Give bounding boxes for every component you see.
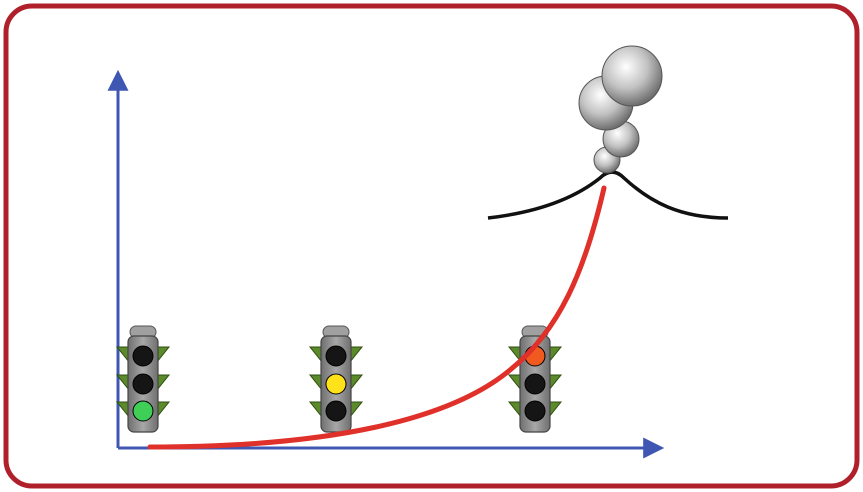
- traffic-light-icon: [507, 325, 563, 433]
- traffic-light-visor: [349, 346, 364, 364]
- traffic-light-visor: [308, 401, 323, 419]
- traffic-light-visor: [156, 346, 171, 364]
- traffic-light-lamp-top: [132, 345, 154, 367]
- traffic-light-visor: [156, 401, 171, 419]
- traffic-light-visor: [507, 401, 522, 419]
- traffic-light-lamp-bottom: [325, 400, 347, 422]
- traffic-light-icon: [115, 325, 171, 433]
- traffic-light-visor: [548, 374, 563, 392]
- traffic-light-visor: [507, 374, 522, 392]
- traffic-light-lamp-middle: [524, 373, 546, 395]
- peak-curve-icon: [487, 170, 729, 220]
- traffic-light-visor: [548, 346, 563, 364]
- sphere-cluster-icon: [578, 45, 663, 174]
- traffic-light-visor: [156, 374, 171, 392]
- traffic-light-lamp-bottom: [524, 400, 546, 422]
- traffic-light-lamp-middle: [325, 373, 347, 395]
- traffic-light-lamp-top: [325, 345, 347, 367]
- traffic-light-visor: [349, 401, 364, 419]
- rising-curve: [147, 185, 607, 450]
- traffic-light-visor: [308, 346, 323, 364]
- traffic-light-visor: [349, 374, 364, 392]
- traffic-light-visor: [548, 401, 563, 419]
- traffic-light-icon: [308, 325, 364, 433]
- traffic-light-lamp-bottom: [132, 400, 154, 422]
- diagram-frame: [3, 3, 860, 489]
- sphere-top: [601, 45, 663, 107]
- traffic-lights: [115, 325, 563, 433]
- traffic-light-visor: [308, 374, 323, 392]
- traffic-light-lamp-middle: [132, 373, 154, 395]
